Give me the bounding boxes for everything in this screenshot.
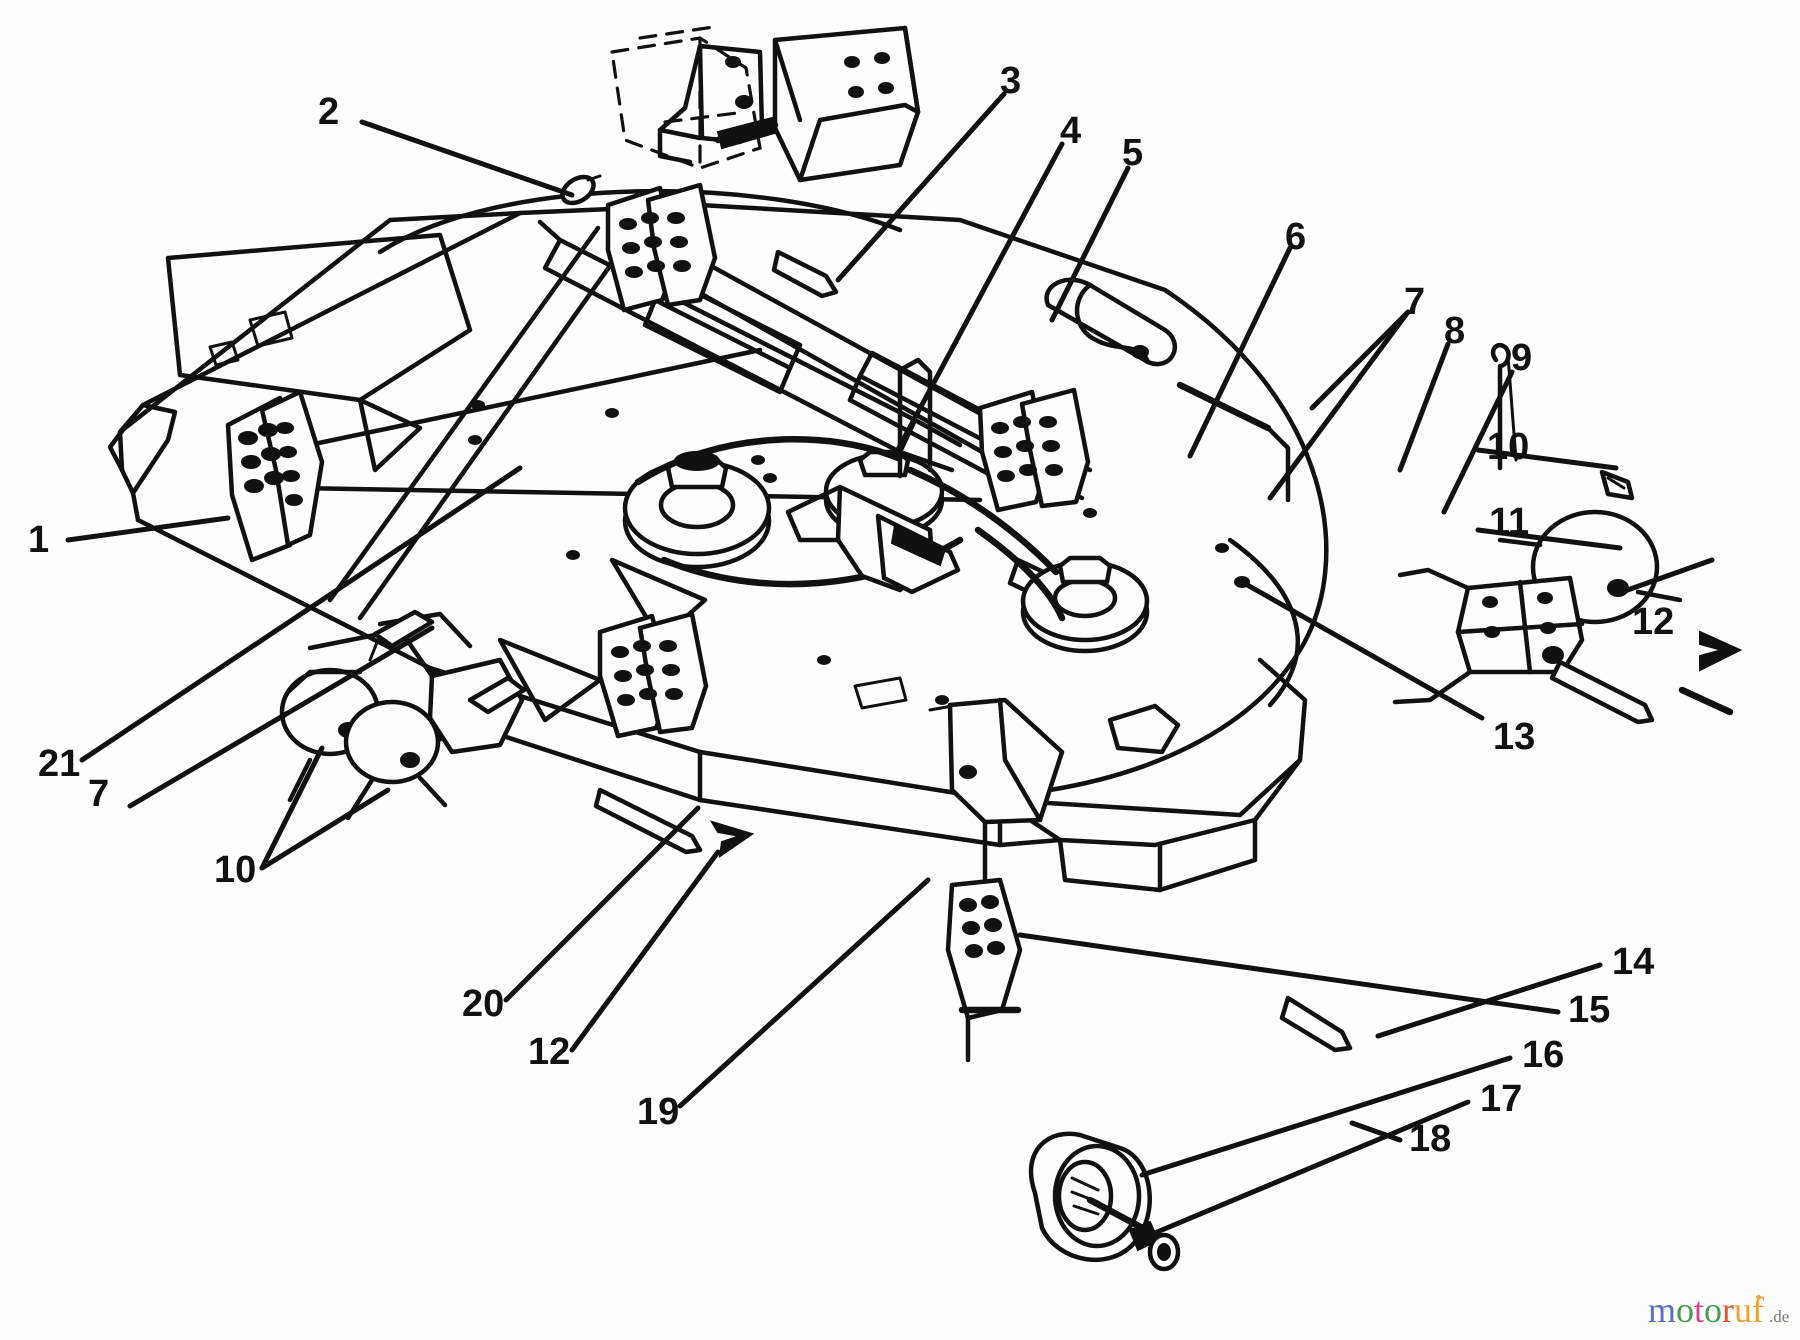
belt-and-spindle-pulleys (357, 357, 1150, 723)
callout-19: 19 (637, 1091, 680, 1133)
callout-15: 15 (1568, 989, 1611, 1031)
callout-12-right: 12 (1632, 601, 1675, 643)
callout-20: 20 (462, 983, 505, 1025)
callout-7-left: 7 (88, 773, 110, 815)
callout-12-bottom: 12 (528, 1031, 571, 1073)
watermark-letter-o1: o (1676, 1290, 1695, 1330)
right-hanger-bracket-assembly (1392, 567, 1743, 725)
callout-14: 14 (1612, 941, 1655, 983)
callout-17: 17 (1480, 1078, 1523, 1120)
watermark-letter-r: r (1722, 1290, 1735, 1330)
callout-3: 3 (1000, 60, 1022, 102)
watermark-letter-m: m (1648, 1290, 1677, 1330)
part-3-pin (771, 249, 839, 299)
callout-18: 18 (1409, 1118, 1452, 1160)
watermark-dot-accent (1756, 1295, 1762, 1300)
callout-13: 13 (1493, 716, 1536, 758)
callout-7-right: 7 (1404, 281, 1426, 323)
callout-4: 4 (1060, 110, 1082, 152)
watermark-letter-f: f (1752, 1290, 1765, 1330)
callout-leader-lines (65, 91, 1715, 1238)
site-watermark: motoruf.de (1648, 1292, 1789, 1335)
deck-hanger-brackets (225, 182, 1091, 893)
watermark-letter-u: u (1734, 1290, 1753, 1330)
front-pins-group (368, 609, 755, 859)
watermark-letter-t: t (1694, 1290, 1705, 1330)
callout-5: 5 (1122, 132, 1144, 174)
part-15-to-18-front-caster-assembly (945, 877, 1181, 1272)
watermark-suffix: .de (1769, 1307, 1790, 1326)
callout-10-left: 10 (214, 849, 257, 891)
callout-6: 6 (1285, 216, 1307, 258)
callout-16: 16 (1522, 1034, 1565, 1076)
callout-8: 8 (1444, 310, 1466, 352)
callout-10-right: 10 (1487, 426, 1530, 468)
part-14-pin (1279, 995, 1353, 1053)
callout-11: 11 (1489, 501, 1530, 543)
callout-1: 1 (28, 519, 50, 561)
callout-2: 2 (318, 91, 340, 133)
callout-9: 9 (1511, 337, 1533, 379)
watermark-letter-o2: o (1704, 1290, 1723, 1330)
callout-21: 21 (38, 743, 81, 785)
part-5-roller-spacer (1044, 277, 1291, 503)
part-2-top-mount-bracket (560, 24, 921, 206)
part-8-clevis-pin (1599, 469, 1635, 501)
